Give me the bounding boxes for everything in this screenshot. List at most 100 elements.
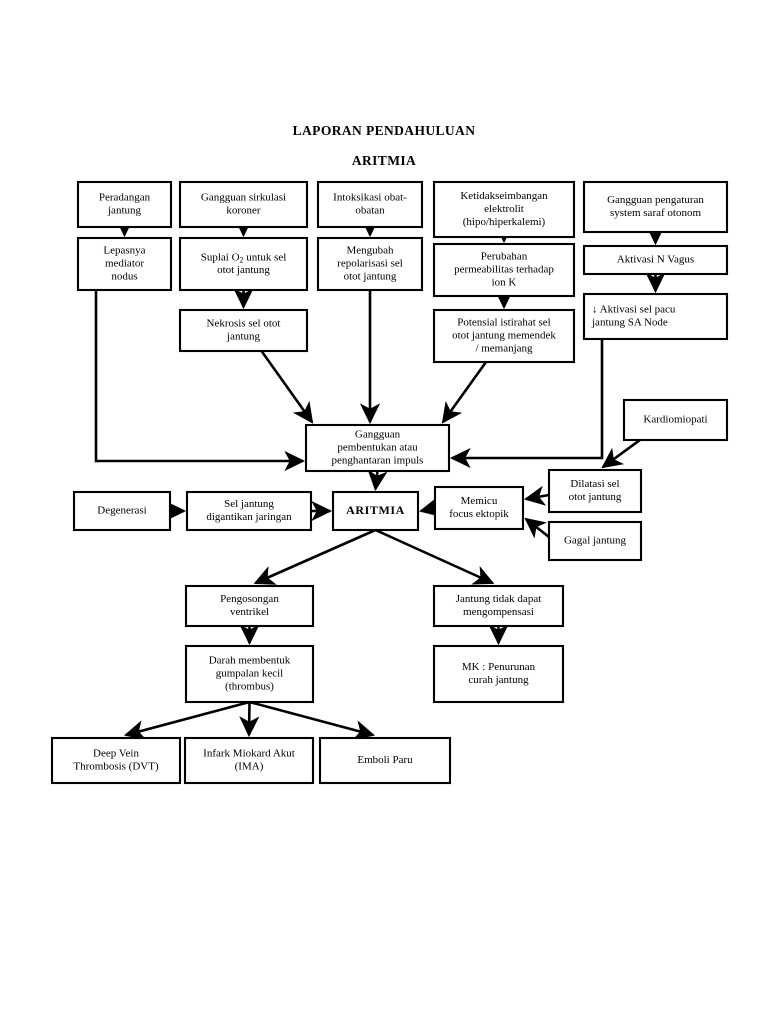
node-box: [318, 736, 452, 785]
node-label: repolarisasi sel: [337, 258, 403, 270]
node-box: [185, 490, 313, 532]
edge-n18-to-n23: [374, 528, 495, 585]
node-box: [316, 236, 424, 292]
node-label: penghantaran impuls: [332, 455, 424, 467]
node-label: digantikan jaringan: [206, 511, 292, 523]
node-label: Memicu: [461, 495, 498, 507]
node-label: Degenerasi: [97, 505, 146, 517]
node-label: Ketidakseimbangan: [460, 190, 548, 202]
node-label: otot jantung: [569, 491, 622, 503]
node-label: curah jantung: [468, 674, 529, 686]
node-box: [432, 242, 576, 298]
node-label: Lepasnya: [103, 245, 145, 257]
node-box: [432, 584, 565, 628]
node-label: Deep Vein: [93, 748, 139, 760]
node-label: otot jantung: [344, 271, 397, 283]
edge-n18-to-n22: [253, 528, 377, 585]
node-label: Intoksikasi obat-: [333, 192, 407, 204]
node-box: [331, 490, 420, 532]
node-label: mengompensasi: [463, 606, 534, 618]
node-label: / memanjang: [475, 343, 533, 355]
node-box: [184, 644, 315, 704]
node-n3: Intoksikasi obat-obatan: [316, 180, 424, 229]
edge-n12-to-n15: [441, 361, 488, 424]
node-label: focus ektopik: [449, 508, 509, 520]
node-label: ARITMIA: [346, 503, 405, 517]
node-box: [432, 644, 565, 704]
node-label: permeabilitas terhadap: [454, 264, 554, 276]
node-box: [76, 236, 173, 292]
node-label: Kardiomiopati: [643, 414, 707, 426]
node-label: Gangguan sirkulasi: [201, 192, 286, 204]
node-label: otot jantung: [217, 264, 270, 276]
edge-n24-to-n26: [123, 700, 250, 740]
edge-n14-to-n20: [601, 438, 641, 469]
node-label: nodus: [111, 271, 137, 283]
node-box: [178, 180, 309, 229]
node-box: [178, 236, 309, 292]
document-title-block: LAPORAN PENDAHULUAN ARITMIA: [0, 120, 768, 172]
node-label: ventrikel: [230, 606, 269, 618]
node-label: Gangguan pengaturan: [607, 194, 704, 206]
node-label: Emboli Paru: [357, 754, 413, 766]
node-label: (thrombus): [225, 681, 274, 693]
node-label: (hipo/hiperkalemi): [463, 216, 546, 228]
node-box: [178, 308, 309, 353]
node-label: Gangguan: [355, 429, 401, 441]
node-label: mediator: [105, 258, 144, 270]
title-line-1: LAPORAN PENDAHULUAN: [292, 123, 476, 138]
node-label: Nekrosis sel otot: [207, 318, 281, 330]
node-box: [582, 292, 729, 341]
node-label: Gagal jantung: [564, 535, 627, 547]
node-label: system saraf otonom: [610, 207, 701, 219]
node-box: [622, 398, 729, 442]
node-n4: Ketidakseimbanganelektrolit(hipo/hiperka…: [432, 180, 576, 239]
node-n10: Aktivasi N Vagus: [582, 244, 729, 276]
node-box: [76, 180, 173, 229]
edge-n20-to-n19: [523, 485, 550, 506]
node-label: Infark Miokard Akut: [203, 748, 295, 760]
node-n21: Gagal jantung: [547, 520, 643, 562]
node-box: [316, 180, 424, 229]
edge-n11-to-n15: [260, 350, 314, 424]
node-label: (IMA): [235, 761, 264, 773]
node-label: Suplai O2 untuk sel: [201, 251, 287, 264]
node-n14: Kardiomiopati: [622, 398, 729, 442]
node-box: [547, 520, 643, 562]
node-n16: Degenerasi: [72, 490, 172, 532]
node-label: jantung: [107, 205, 141, 217]
node-n28: Emboli Paru: [318, 736, 452, 785]
node-label: Perubahan: [481, 251, 528, 263]
edge-n24-to-n27: [239, 701, 260, 738]
node-box: [50, 736, 182, 785]
node-box: [72, 490, 172, 532]
flowchart-edges: [94, 216, 666, 740]
node-box: [183, 736, 315, 785]
node-label: MK : Penurunan: [462, 661, 536, 673]
edge-n24-to-n28: [249, 700, 376, 740]
node-box: [433, 485, 525, 531]
node-label: obatan: [355, 205, 385, 217]
node-label: Pengosongan: [220, 593, 279, 605]
node-label: Potensial istirahat sel: [457, 317, 550, 329]
node-box: [582, 180, 729, 234]
node-label: Darah membentuk: [209, 655, 291, 667]
node-label: gumpalan kecil: [216, 668, 284, 680]
node-label: Aktivasi N Vagus: [617, 254, 694, 266]
node-label: ion K: [492, 277, 517, 289]
node-label: koroner: [226, 205, 261, 217]
